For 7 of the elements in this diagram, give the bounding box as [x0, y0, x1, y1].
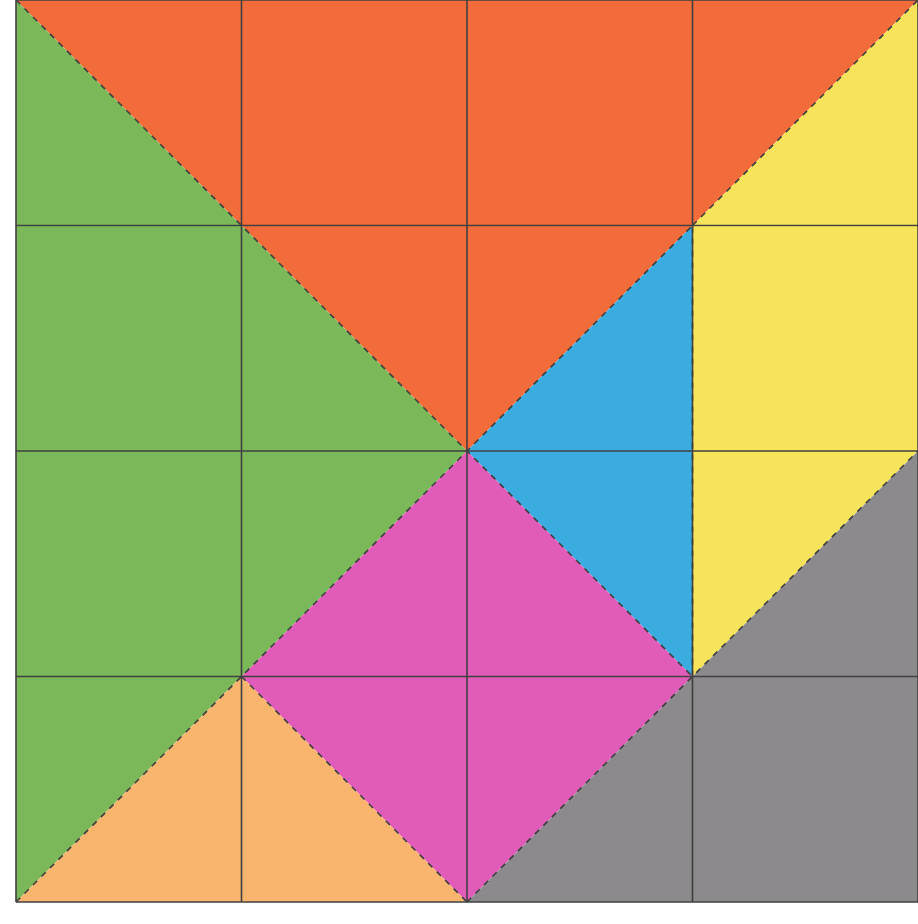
triangle-piece: [16, 0, 467, 902]
triangle-piece: [467, 225, 693, 677]
triangle-piece: [16, 0, 918, 451]
parallelogram-piece: [692, 0, 918, 677]
triangle-piece: [16, 676, 467, 902]
triangle-piece: [467, 451, 918, 902]
square-piece: [241, 451, 693, 902]
